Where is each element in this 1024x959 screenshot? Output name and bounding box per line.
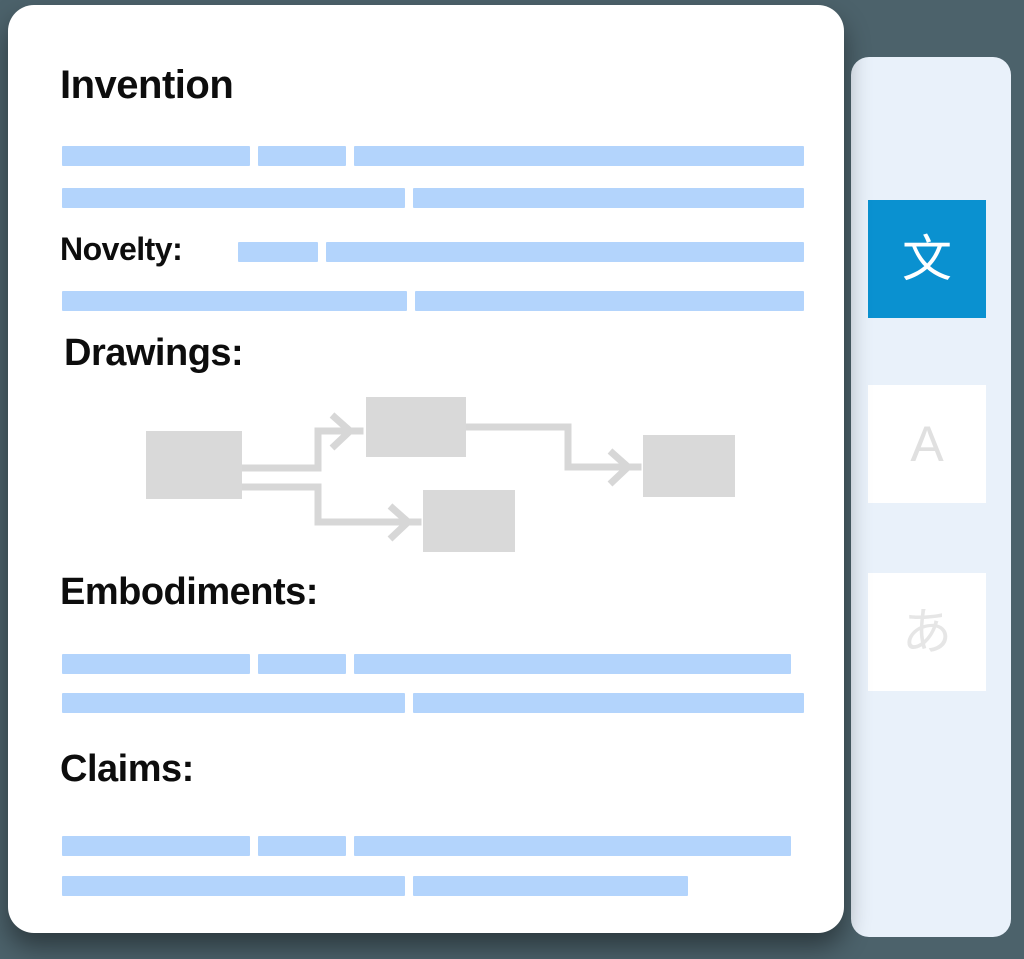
- skeleton-bar: [258, 146, 346, 166]
- flowchart-node-d: [643, 435, 735, 497]
- skeleton-bar: [415, 291, 804, 311]
- skeleton-bar: [326, 242, 804, 262]
- skeleton-bar: [413, 188, 804, 208]
- section-heading-claims: Claims:: [60, 748, 194, 790]
- latin-letter-icon: A: [910, 416, 944, 472]
- skeleton-bar: [258, 654, 346, 674]
- arrowhead-a-to-b: [329, 412, 356, 451]
- flowchart-node-c: [423, 490, 515, 552]
- section-heading-embodiments: Embodiments:: [60, 571, 318, 613]
- arrowhead-a-to-c: [387, 503, 414, 542]
- skeleton-bar: [258, 836, 346, 856]
- flowchart-node-a: [146, 431, 242, 499]
- skeleton-bar: [62, 291, 407, 311]
- language-switcher-panel: 文 A あ: [851, 57, 1011, 937]
- language-button-japanese[interactable]: あ: [868, 573, 986, 691]
- skeleton-bar: [238, 242, 318, 262]
- edge-a-to-b: [240, 427, 364, 472]
- flowchart-node-b: [366, 397, 466, 457]
- skeleton-bar: [354, 654, 791, 674]
- flowchart-connectors: [240, 412, 642, 542]
- language-button-chinese[interactable]: 文: [868, 200, 986, 318]
- hiragana-character-icon: あ: [902, 603, 952, 661]
- drawings-flowchart: [128, 385, 768, 575]
- skeleton-bar: [62, 836, 250, 856]
- section-heading-invention: Invention: [60, 63, 234, 107]
- skeleton-bar: [62, 146, 250, 166]
- edge-b-to-d: [462, 423, 642, 471]
- skeleton-bar: [62, 188, 405, 208]
- skeleton-bar: [62, 876, 405, 896]
- skeleton-bar: [62, 654, 250, 674]
- patent-document-card: Invention Novelty: Drawings:: [8, 5, 844, 933]
- edge-a-to-c: [240, 483, 422, 526]
- skeleton-bar: [413, 693, 804, 713]
- skeleton-bar: [413, 876, 688, 896]
- section-heading-drawings: Drawings:: [64, 332, 244, 374]
- language-button-latin[interactable]: A: [868, 385, 986, 503]
- arrowhead-b-to-d: [607, 448, 634, 487]
- skeleton-bar: [354, 146, 804, 166]
- skeleton-bar: [62, 693, 405, 713]
- section-heading-novelty: Novelty:: [60, 231, 183, 267]
- chinese-character-icon: 文: [902, 230, 952, 288]
- skeleton-bar: [354, 836, 791, 856]
